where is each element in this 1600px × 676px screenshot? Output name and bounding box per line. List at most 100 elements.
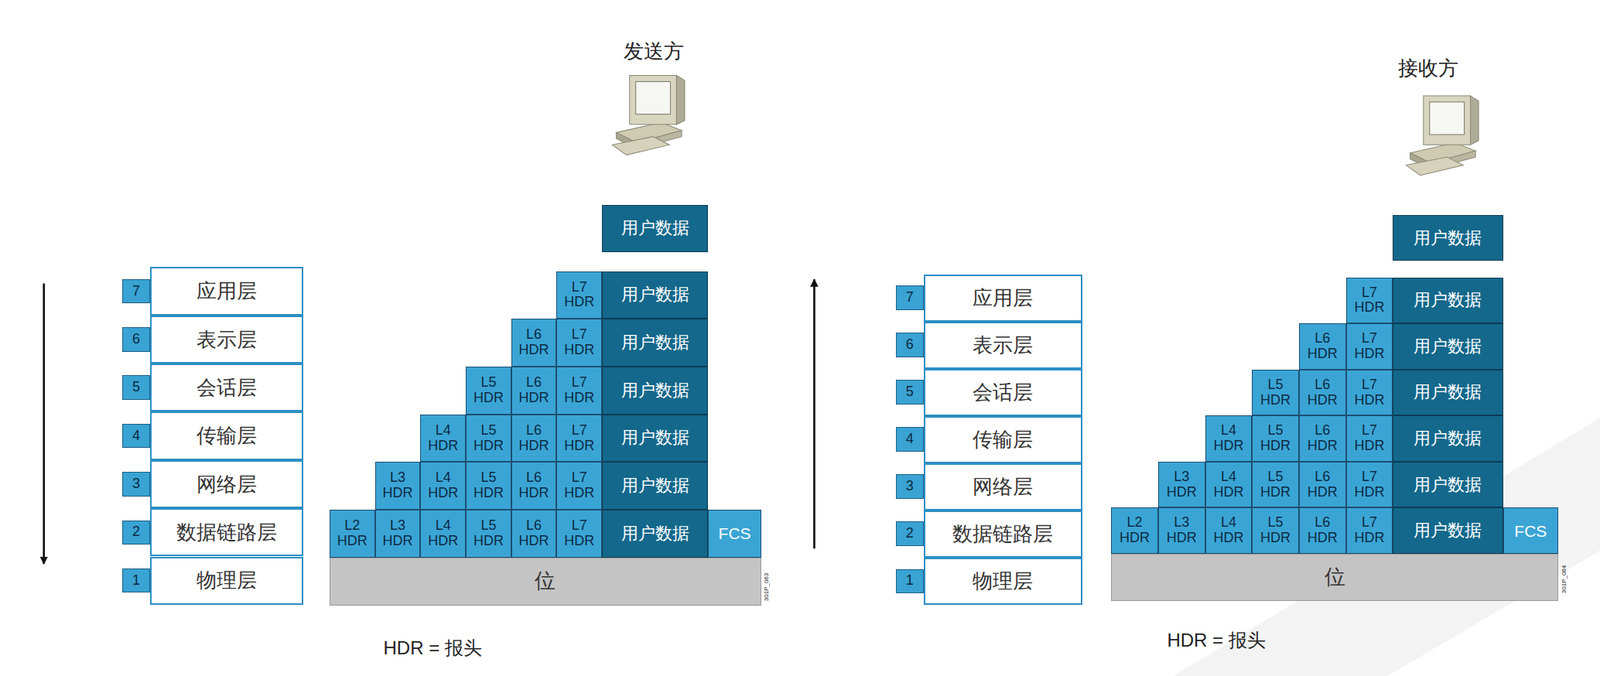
layer-number: 7	[895, 285, 924, 311]
cell-text: L4 HDR	[1207, 469, 1251, 501]
user-data-cell: 用户数据	[601, 461, 708, 510]
cell-text: 5	[132, 379, 141, 396]
cell-text: 网络层	[972, 475, 1033, 499]
cell-text: 表示层	[196, 328, 257, 352]
header-cell: L5 HDR	[465, 414, 512, 463]
header-cell: L6 HDR	[1299, 507, 1347, 554]
header-cell: L7 HDR	[556, 509, 602, 558]
cell-text: 3	[132, 476, 141, 493]
cell-text: 用户数据	[1413, 429, 1482, 448]
cell-text: L7 HDR	[1348, 423, 1392, 455]
cell-text: 3	[905, 478, 914, 495]
header-cell: L7 HDR	[1346, 415, 1394, 462]
cell-text: L3 HDR	[377, 518, 419, 550]
header-cell: L4 HDR	[420, 461, 466, 510]
cell-text: FCS	[718, 524, 752, 543]
cell-text: 用户数据	[621, 218, 690, 238]
fcs-cell: FCS	[1503, 507, 1559, 554]
bit-stream-bar: 位	[329, 557, 762, 606]
layer-number: 4	[122, 423, 151, 449]
sender-computer	[611, 75, 685, 156]
cell-text: 用户数据	[1413, 290, 1482, 310]
legend-note: HDR = 报头	[383, 635, 483, 661]
cell-text: L7 HDR	[558, 280, 600, 312]
cell-text: L7 HDR	[1348, 515, 1392, 547]
cell-text: L3 HDR	[1160, 515, 1204, 547]
layer-box: 数据链路层	[150, 508, 304, 557]
cell-text: L7 HDR	[1348, 285, 1392, 317]
header-cell: L2 HDR	[1111, 507, 1159, 554]
cell-text: 4	[905, 431, 914, 448]
header-cell: L7 HDR	[1346, 323, 1394, 370]
header-cell: L7 HDR	[556, 318, 602, 367]
layer-box: 网络层	[150, 460, 304, 509]
cell-text: L7 HDR	[558, 518, 600, 550]
cell-text: L5 HDR	[468, 375, 510, 407]
cell-text: 会话层	[972, 381, 1033, 404]
cell-text: 用户数据	[621, 524, 690, 544]
user-data-cell: 用户数据	[1392, 369, 1503, 417]
header-cell: L4 HDR	[1205, 507, 1253, 554]
header-cell: L5 HDR	[1251, 369, 1300, 417]
layer-number: 1	[895, 569, 924, 595]
layer-number: 5	[122, 375, 151, 400]
header-cell: L4 HDR	[420, 414, 466, 463]
header-cell: L7 HDR	[1346, 507, 1394, 554]
user-data-cell: 用户数据	[601, 205, 708, 253]
cell-text: L6 HDR	[513, 470, 555, 502]
cell-text: L7 HDR	[1348, 469, 1392, 501]
user-data-cell: 用户数据	[1392, 507, 1503, 554]
cell-text: 用户数据	[621, 428, 690, 448]
header-cell: L2 HDR	[329, 509, 376, 558]
cell-text: 6	[905, 337, 914, 353]
cell-text: 用户数据	[1413, 475, 1482, 495]
cell-text: L4 HDR	[422, 423, 464, 455]
cell-text: 会话层	[196, 376, 257, 400]
header-cell: L3 HDR	[1158, 461, 1206, 509]
fcs-cell: FCS	[707, 509, 762, 558]
cell-text: 应用层	[972, 287, 1033, 310]
cell-text: 数据链路层	[176, 521, 277, 544]
header-cell: L6 HDR	[511, 366, 558, 415]
header-cell: L6 HDR	[511, 414, 558, 463]
cell-text: L6 HDR	[1301, 515, 1344, 547]
cell-text: L5 HDR	[468, 518, 510, 550]
cell-text: L4 HDR	[1207, 423, 1251, 455]
layer-box: 会话层	[923, 369, 1084, 417]
header-cell: L6 HDR	[511, 461, 558, 510]
layer-box: 传输层	[150, 411, 304, 460]
layer-box: 物理层	[150, 557, 304, 606]
header-cell: L7 HDR	[1346, 461, 1394, 509]
cell-text: L6 HDR	[513, 423, 555, 455]
cell-text: L6 HDR	[513, 375, 555, 407]
cell-text: 4	[132, 428, 141, 445]
layer-number: 2	[122, 520, 151, 546]
header-cell: L7 HDR	[1346, 369, 1394, 417]
cell-text: 用户数据	[1413, 382, 1482, 402]
header-cell: L4 HDR	[1205, 461, 1253, 509]
header-cell: L5 HDR	[465, 461, 512, 510]
user-data-cell: 用户数据	[601, 414, 708, 463]
cell-text: 用户数据	[621, 333, 690, 353]
cell-text: L6 HDR	[1301, 469, 1344, 501]
layer-box: 物理层	[923, 557, 1084, 606]
header-cell: L6 HDR	[511, 318, 558, 367]
user-data-cell: 用户数据	[1392, 323, 1503, 370]
cell-text: L5 HDR	[468, 470, 510, 502]
user-data-cell: 用户数据	[1392, 461, 1503, 509]
cell-text: L6 HDR	[1301, 423, 1344, 455]
cell-text: L6 HDR	[513, 327, 555, 359]
cell-text: L2 HDR	[1113, 515, 1156, 547]
receiver-computer	[1405, 95, 1479, 176]
user-data-cell: 用户数据	[601, 271, 708, 320]
user-data-cell: 用户数据	[1392, 215, 1503, 261]
cell-text: L7 HDR	[558, 470, 600, 502]
cell-text: 7	[132, 283, 141, 300]
cell-text: L3 HDR	[377, 470, 419, 502]
cell-text: 用户数据	[1413, 229, 1482, 248]
layer-number: 6	[122, 327, 151, 353]
cell-text: L7 HDR	[558, 375, 600, 407]
header-cell: L7 HDR	[1346, 277, 1394, 325]
header-cell: L4 HDR	[420, 509, 466, 558]
